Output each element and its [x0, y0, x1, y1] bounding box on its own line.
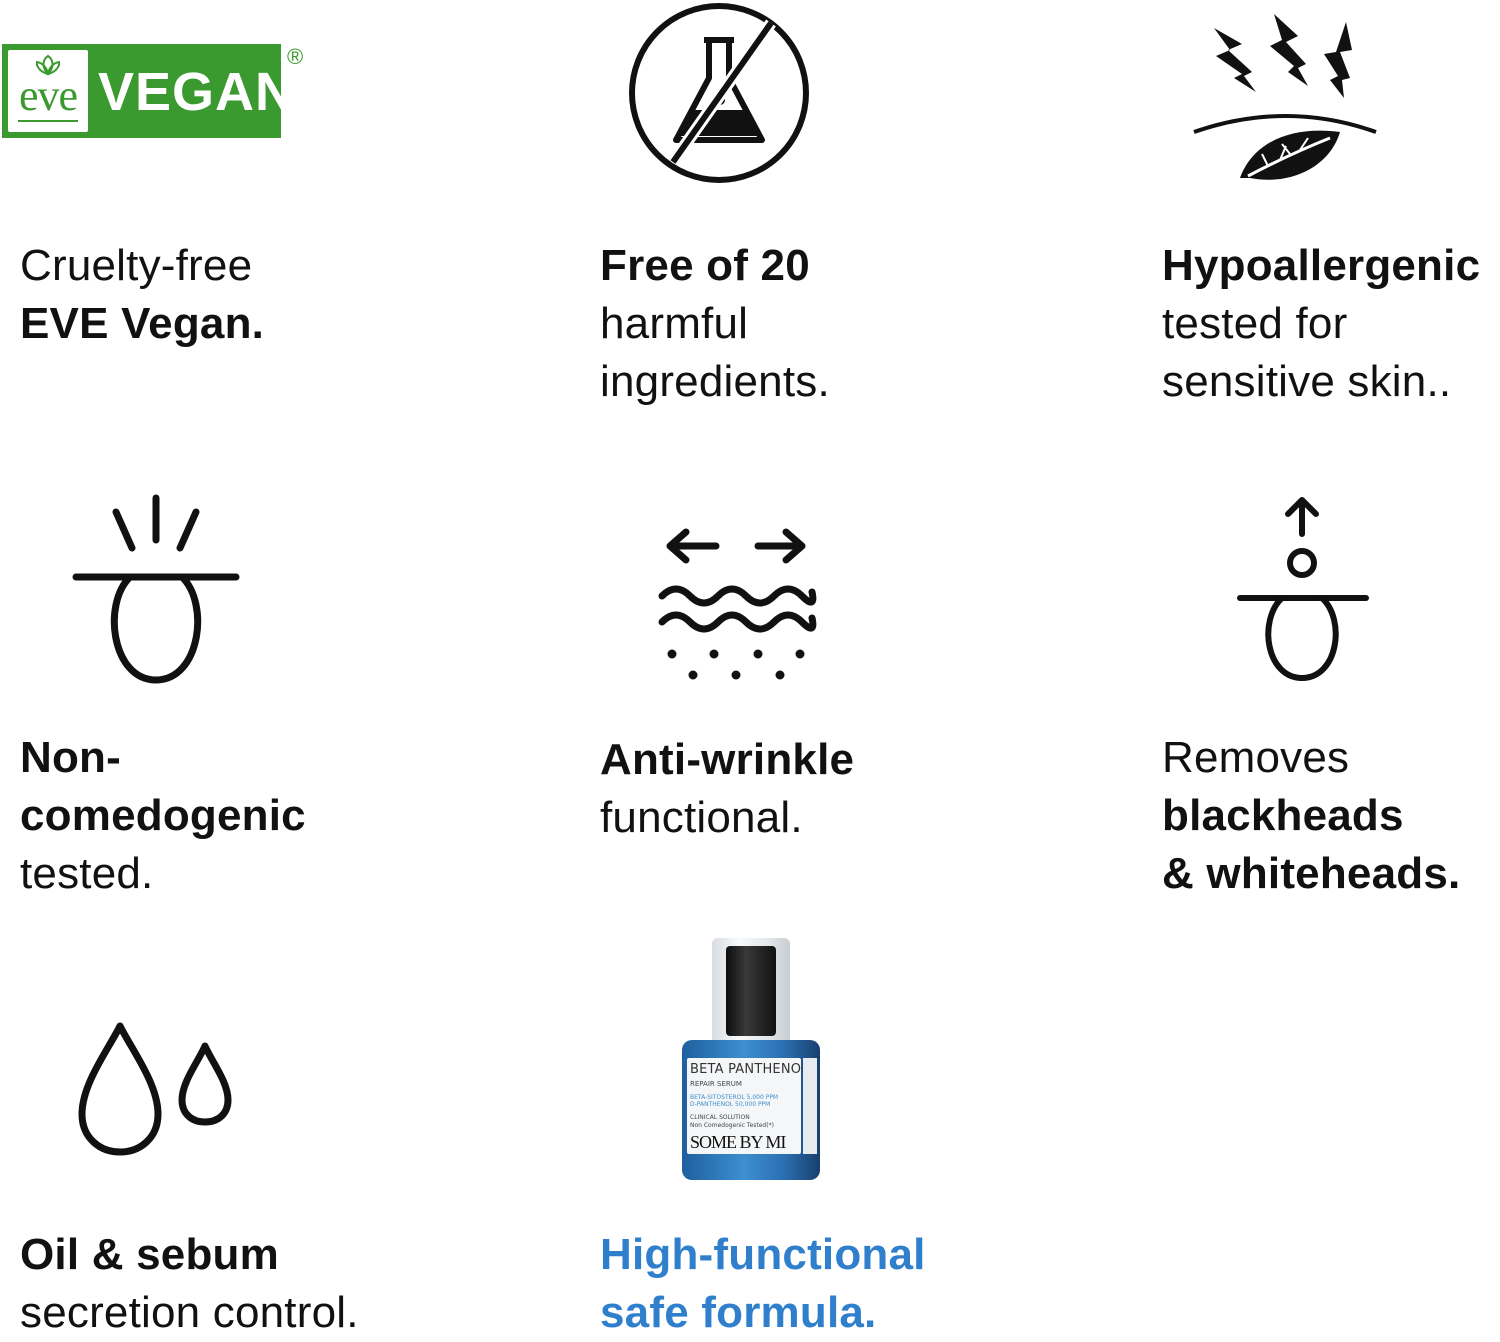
- non-comedogenic-pore-icon: [72, 494, 240, 684]
- registered-mark: ®: [287, 44, 304, 69]
- feature-oil-line1: Oil & sebum: [20, 1230, 279, 1279]
- no-chemicals-flask-icon: [629, 3, 809, 183]
- product-claim-2: Non Comedogenic Tested(*): [690, 1122, 774, 1129]
- feature-noncomedo-text: Non- comedogenic tested.: [20, 729, 306, 903]
- product-label-side: [803, 1058, 817, 1154]
- feature-noncomedo-line2: comedogenic: [20, 791, 306, 840]
- product-type: REPAIR SERUM: [690, 1080, 742, 1088]
- feature-noncomedo-line3: tested.: [20, 849, 154, 898]
- feature-noncomedo-line1: Non-: [20, 733, 121, 782]
- product-brand: SOME BY MI: [690, 1132, 786, 1152]
- product-name: BETA PANTHENOL: [690, 1062, 809, 1077]
- feature-free20-line3: ingredients.: [600, 357, 830, 406]
- feature-oil-line2: secretion control.: [20, 1288, 359, 1337]
- feature-oil-text: Oil & sebum secretion control.: [20, 1226, 359, 1342]
- pore-extraction-icon: [1237, 497, 1369, 682]
- leaf-icon: [35, 54, 61, 76]
- feature-blackheads-line1: Removes: [1162, 733, 1350, 782]
- feature-vegan-line2: EVE Vegan.: [20, 299, 265, 348]
- feature-blackheads-line3: & whiteheads.: [1162, 849, 1461, 898]
- feature-hypo-line1: Hypoallergenic: [1162, 241, 1481, 290]
- feature-formula-line2: safe formula.: [600, 1288, 877, 1337]
- feature-hypo-line2: tested for: [1162, 299, 1348, 348]
- product-ingredient-2: D-PANTHENOL 50,000 PPM: [690, 1101, 771, 1108]
- product-claim-1: CLINICAL SOLUTION: [690, 1114, 750, 1121]
- anti-wrinkle-waves-icon: [658, 528, 817, 680]
- feature-hypo-text: Hypoallergenic tested for sensitive skin…: [1162, 237, 1480, 411]
- feature-antiwrinkle-line2: functional.: [600, 793, 803, 842]
- eve-brand-word: eve: [18, 71, 78, 120]
- feature-antiwrinkle-text: Anti-wrinkle functional.: [600, 731, 854, 847]
- eve-logo-box: eve: [8, 50, 88, 132]
- eve-vegan-logo: eve VEGAN: [2, 44, 294, 138]
- feature-free20-text: Free of 20 harmful ingredients.: [600, 237, 830, 411]
- feature-blackheads-text: Removes blackheads & whiteheads.: [1162, 729, 1460, 903]
- feature-blackheads-line2: blackheads: [1162, 791, 1404, 840]
- feature-vegan-text: Cruelty-free EVE Vegan.: [20, 237, 264, 353]
- eve-vegan-label: VEGAN: [98, 62, 296, 122]
- feature-vegan-line1: Cruelty-free: [20, 241, 253, 290]
- product-ingredient-1: BETA-SITOSTEROL 5,000 PPM: [690, 1094, 779, 1101]
- feature-formula-line1: High-functional: [600, 1230, 926, 1279]
- product-bottle-pump: [726, 946, 776, 1036]
- feature-hypo-line3: sensitive skin..: [1162, 357, 1452, 406]
- product-label: BETA PANTHENOL REPAIR SERUM BETA-SITOSTE…: [687, 1058, 808, 1154]
- feature-free20-line2: harmful: [600, 299, 749, 348]
- logo-underline: [18, 120, 78, 122]
- oil-drops-icon: [78, 1022, 232, 1156]
- hypoallergenic-leaf-icon: [1193, 14, 1377, 180]
- feature-free20-line1: Free of 20: [600, 241, 810, 290]
- feature-antiwrinkle-line1: Anti-wrinkle: [600, 735, 855, 784]
- feature-formula-text: High-functional safe formula.: [600, 1226, 926, 1342]
